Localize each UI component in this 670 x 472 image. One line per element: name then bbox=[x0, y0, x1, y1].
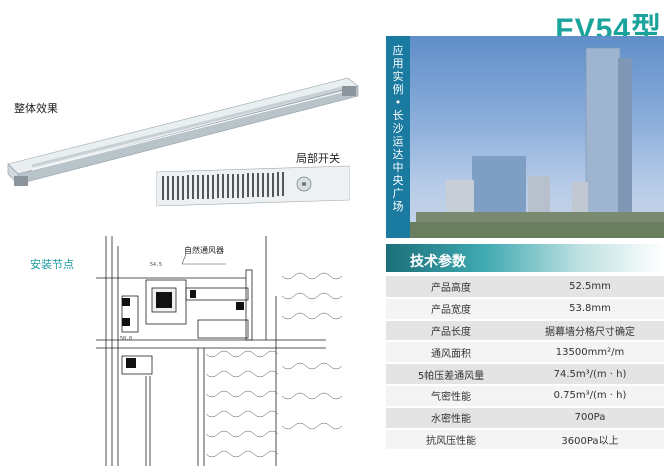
installation-drawing bbox=[96, 236, 343, 466]
dimension-b: 58.8 bbox=[120, 336, 133, 342]
application-photo bbox=[386, 36, 664, 238]
vent-detail-image bbox=[156, 165, 350, 206]
dimension-a: 54.5 bbox=[150, 262, 163, 268]
overall-label: 整体效果 bbox=[14, 102, 58, 115]
specs-header-band bbox=[386, 244, 664, 272]
product-bar-image bbox=[7, 77, 359, 186]
table-row: 产品长度据幕墙分格尺寸确定 bbox=[386, 319, 664, 342]
install-label: 安装节点 bbox=[30, 258, 74, 271]
ventilator-callout: 自然通风器 bbox=[184, 246, 224, 255]
specs-title: 技术参数 bbox=[410, 254, 466, 270]
detail-label: 局部开关 bbox=[296, 152, 340, 165]
photo-caption-band bbox=[386, 36, 410, 238]
photo-caption: 应用实例 • 长沙运达中央广场 bbox=[392, 44, 404, 213]
